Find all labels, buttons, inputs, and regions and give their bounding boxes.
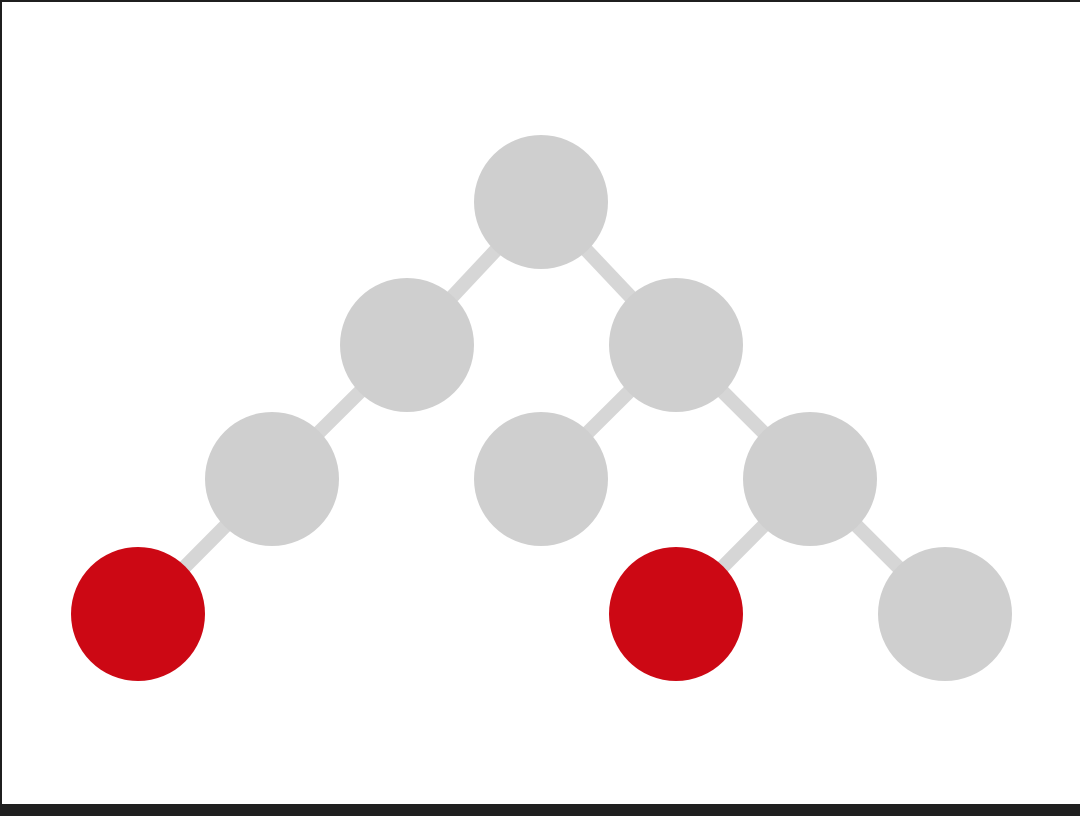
tree-node-r xyxy=(609,278,743,412)
tree-node-rl xyxy=(474,412,608,546)
tree-node-l xyxy=(340,278,474,412)
tree-node-lll-highlighted xyxy=(71,547,205,681)
tree-node-rrr xyxy=(878,547,1012,681)
nodes-layer xyxy=(71,135,1012,681)
tree-node-rrl-highlighted xyxy=(609,547,743,681)
tree-node-ll xyxy=(205,412,339,546)
tree-node-root xyxy=(474,135,608,269)
tree-node-rr xyxy=(743,412,877,546)
